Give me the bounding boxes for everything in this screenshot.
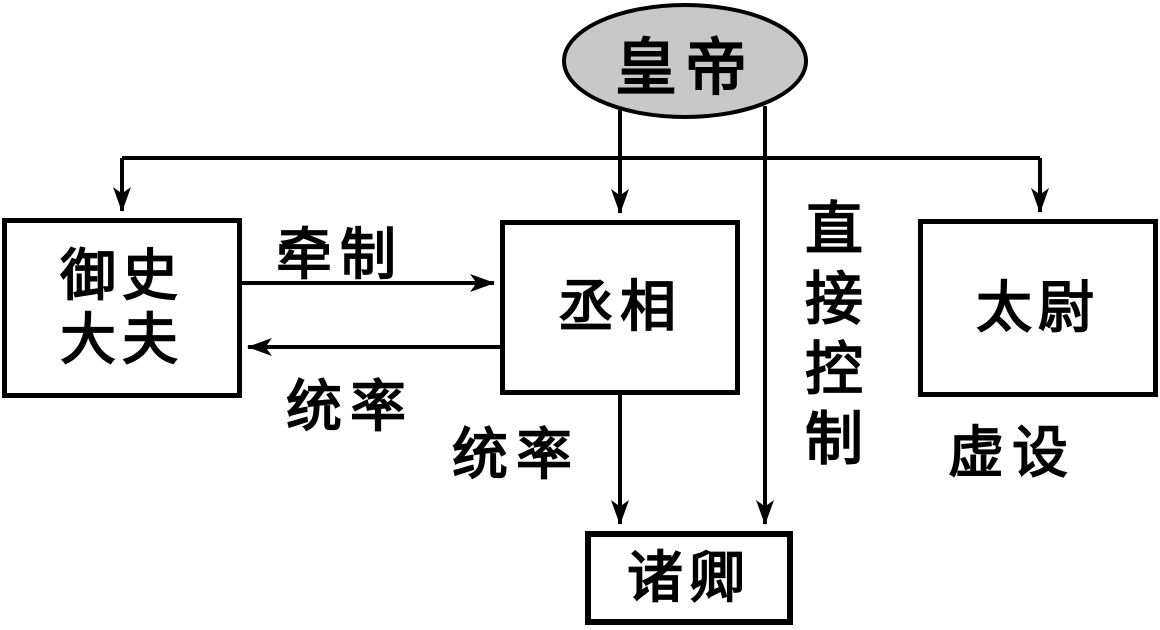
node-commandant: 太尉	[918, 219, 1158, 397]
edge-label-direct-control: 直接控制	[796, 198, 861, 478]
node-ministers-label: 诸卿	[627, 545, 751, 609]
edge-label-nominal: 虚设	[948, 421, 1076, 484]
node-emperor-label: 皇帝	[614, 34, 755, 103]
node-commandant-label: 太尉	[976, 275, 1100, 339]
emperor-ellipse	[562, 3, 808, 119]
node-ministers: 诸卿	[585, 531, 793, 625]
node-censor-label: 御史 大夫	[60, 243, 184, 371]
edge-label-restrain: 牵制	[276, 223, 404, 286]
node-censor: 御史 大夫	[2, 218, 242, 398]
edge-label-command-to-ministers: 统率	[452, 423, 580, 486]
node-chancellor: 丞相	[500, 220, 740, 395]
node-chancellor-label: 丞相	[558, 275, 682, 339]
edge-label-command-to-censor: 统率	[286, 375, 414, 438]
